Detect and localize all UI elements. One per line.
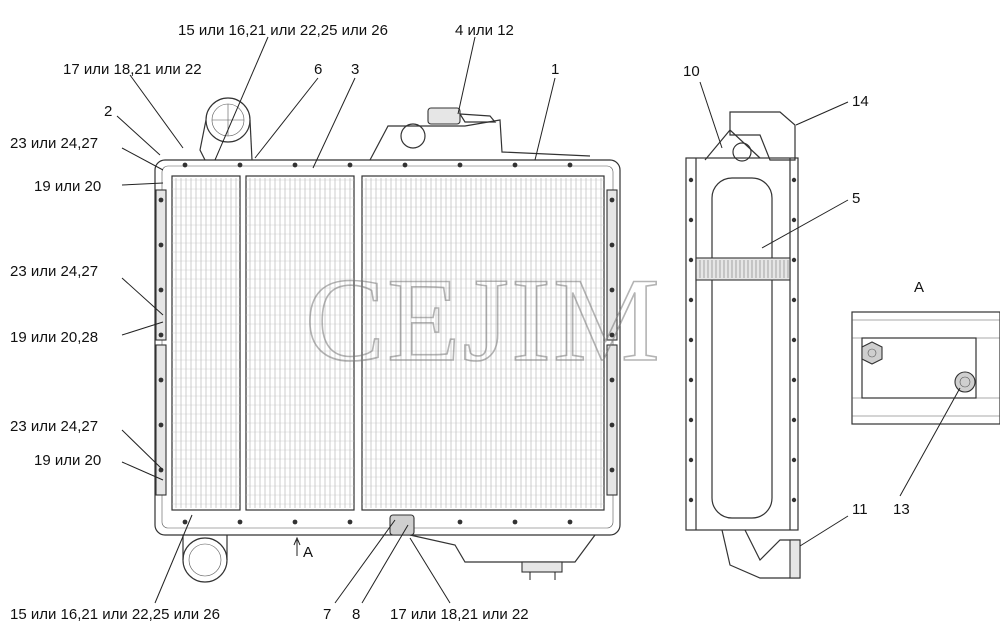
core-fins: [172, 178, 604, 508]
callout-10: 10: [683, 63, 700, 80]
radiator-front-view: [154, 97, 621, 583]
view-a-label: A: [914, 279, 924, 296]
callout-19-c: 19 или 20: [34, 452, 101, 469]
side-upper-elbow: [729, 111, 796, 161]
callout-2: 2: [104, 103, 112, 120]
callout-4-12: 4 или 12: [455, 22, 514, 39]
callout-11: 11: [852, 501, 868, 518]
filler-cap-lever: [458, 113, 497, 123]
callout-15-top: 15 или 16,21 или 22,25 или 26: [178, 22, 388, 39]
callout-13: 13: [893, 501, 910, 518]
callout-1: 1: [551, 61, 559, 78]
callout-3: 3: [351, 61, 359, 78]
lower-bracket: [409, 534, 596, 563]
detail-view-a: A: [851, 279, 1000, 425]
side-lower-elbow: [721, 529, 801, 579]
callout-17-bottom: 17 или 18,21 или 22: [390, 606, 529, 623]
callout-5: 5: [852, 190, 860, 207]
leader-lines: [116, 36, 961, 604]
callout-23-a: 23 или 24,27: [10, 135, 98, 152]
view-a-nut: [861, 341, 883, 365]
view-a-plug: [954, 371, 976, 393]
arrow-label-a: A: [303, 544, 313, 561]
core-middle: [245, 175, 355, 511]
callout-23-c: 23 или 24,27: [10, 418, 98, 435]
callout-15-bottom: 15 или 16,21 или 22,25 или 26: [10, 606, 220, 623]
core-left: [171, 175, 241, 511]
core-right: [361, 175, 605, 511]
callout-14: 14: [852, 93, 869, 110]
watermark: CEJIM: [305, 253, 662, 386]
radiator-side-view: [685, 111, 801, 579]
radiator-frame: [154, 159, 621, 536]
side-core-band: [695, 257, 791, 281]
filler-neck: [400, 123, 426, 149]
callout-19-b: 19 или 20,28: [10, 329, 98, 346]
callout-7: 7: [323, 606, 331, 623]
callout-6: 6: [314, 61, 322, 78]
lower-outlet-pipe: [182, 537, 228, 583]
callout-23-b: 23 или 24,27: [10, 263, 98, 280]
callout-8: 8: [352, 606, 360, 623]
callout-17-top: 17 или 18,21 или 22: [63, 61, 202, 78]
callout-labels: 15 или 16,21 или 22,25 или 26 4 или 12 1…: [10, 22, 910, 623]
frame-bolts: [158, 162, 615, 525]
upper-tank: [369, 119, 591, 161]
drain-valve: [389, 514, 415, 536]
callout-19-a: 19 или 20: [34, 178, 101, 195]
filler-cap: [427, 107, 461, 125]
